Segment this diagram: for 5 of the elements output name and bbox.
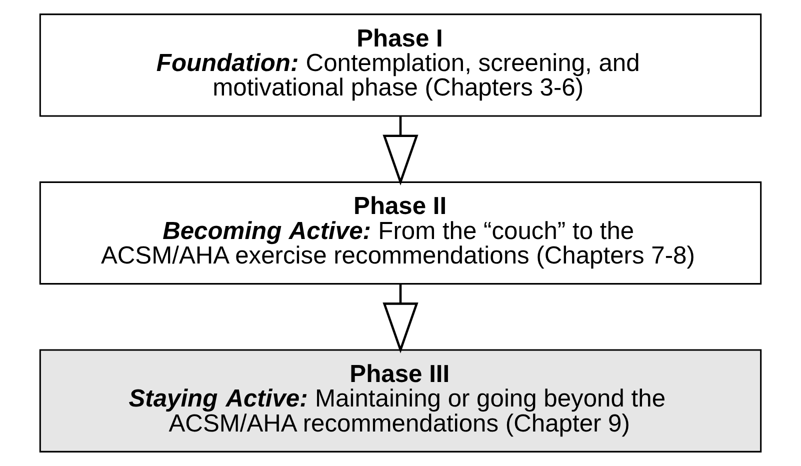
arrow [382,116,418,186]
node-box: Phase I Foundation: Contemplation, screening, and motivational phase (Chapters 3-6) [39,14,762,117]
node-box: Phase II Becoming Active: From the “couch” to the ACSM/AHA exercise recommendations (Chapters 7-8) [39,181,762,285]
node-box: Phase III Staying Active: Maintaining or going beyond the ACSM/AHA recommendations (Chapter 9) [39,349,762,452]
arrow [382,284,418,354]
